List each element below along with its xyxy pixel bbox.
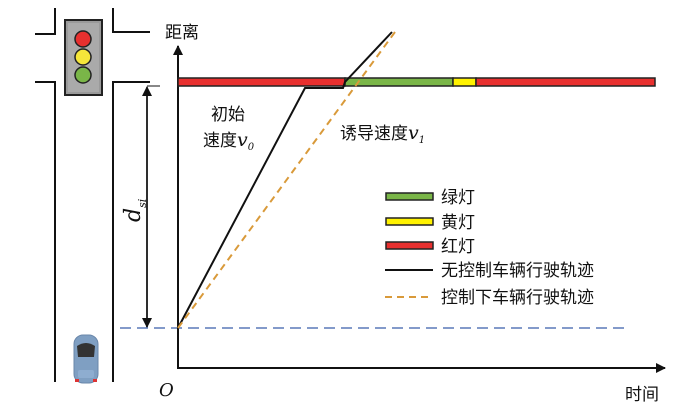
- legend: 绿灯 黄灯 红灯 无控制车辆行驶轨迹 控制下车辆行驶轨迹: [385, 188, 594, 308]
- signal-phase-red: [177, 77, 346, 87]
- y-axis-label: 距离: [165, 23, 199, 43]
- initial-speed-label-line1: 初始: [211, 105, 245, 125]
- signal-phase-red: [475, 77, 656, 87]
- legend-swatch-yellow: [385, 217, 434, 226]
- signal-phase-yellow: [452, 77, 477, 87]
- car-icon: [73, 334, 99, 384]
- uncontrolled-trajectory: [177, 31, 393, 329]
- signal-timing-bar: [177, 77, 656, 87]
- initial-speed-label: 速度v0: [203, 129, 255, 153]
- legend-label: 控制下车辆行驶轨迹: [441, 288, 594, 308]
- legend-label: 黄灯: [441, 213, 475, 233]
- legend-swatch-green: [385, 192, 434, 201]
- induced-speed-label: 诱导速度v1: [340, 122, 425, 146]
- road: [35, 8, 150, 382]
- x-axis-label: 时间: [625, 385, 659, 405]
- legend-swatch-red: [385, 241, 434, 250]
- legend-label: 绿灯: [441, 188, 475, 208]
- legend-label: 红灯: [441, 237, 475, 257]
- distance-label: dsi: [121, 199, 149, 222]
- controlled-trajectory: [177, 31, 396, 329]
- legend-label: 无控制车辆行驶轨迹: [441, 261, 594, 281]
- origin-label: O: [159, 380, 174, 401]
- signal-phase-green: [344, 77, 454, 87]
- distance-arrow: [142, 85, 160, 328]
- traffic-light-icon: [64, 19, 103, 96]
